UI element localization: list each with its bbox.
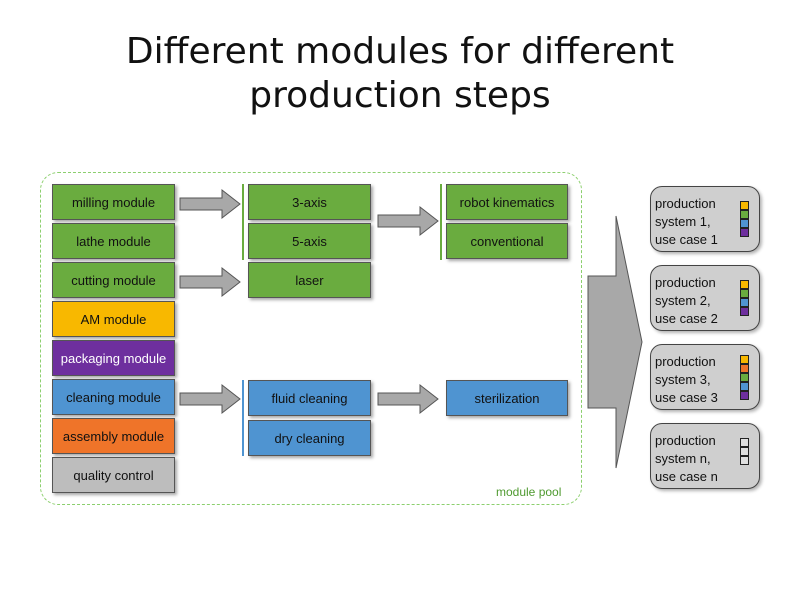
- variant-group-bar-milling: [242, 184, 244, 260]
- variant-laser: laser: [248, 262, 371, 298]
- system-2-line-3: use case 2: [655, 311, 718, 326]
- slide-title: Different modules for different producti…: [0, 30, 800, 118]
- module-milling-label: milling module: [71, 194, 156, 210]
- module-cleaning-label: cleaning module: [66, 389, 161, 405]
- module-indicator-square: [740, 364, 749, 373]
- production-system-3: production system 3, use case 3: [650, 344, 760, 410]
- system-n-line-1: production: [655, 433, 716, 448]
- system-n-line-3: use case n: [655, 469, 718, 484]
- sterilization-label: sterilization: [474, 390, 540, 406]
- module-packaging-label: packaging module: [60, 350, 167, 366]
- module-lathe-label: lathe module: [76, 233, 151, 249]
- system-3-line-2: system 3,: [655, 372, 711, 387]
- variant-5-axis: 5-axis: [248, 223, 371, 259]
- arrow-fluid-to-sterilization: [377, 383, 439, 415]
- module-indicator-square: [740, 201, 749, 210]
- kinematics-conventional: conventional: [446, 223, 568, 259]
- module-indicator-square: [740, 307, 749, 316]
- module-milling: milling module: [52, 184, 175, 220]
- variant-dry-cleaning: dry cleaning: [248, 420, 371, 456]
- system-1-line-3: use case 1: [655, 232, 718, 247]
- module-cutting: cutting module: [52, 262, 175, 298]
- system-1-line-1: production: [655, 196, 716, 211]
- variant-fluid-cleaning: fluid cleaning: [248, 380, 371, 416]
- variant-group-bar-cleaning: [242, 380, 244, 456]
- arrow-milling-to-variants: [179, 188, 241, 220]
- module-indicator-square: [740, 382, 749, 391]
- system-1-line-2: system 1,: [655, 214, 711, 229]
- module-indicator-square: [740, 210, 749, 219]
- system-n-line-2: system n,: [655, 451, 711, 466]
- module-am: AM module: [52, 301, 175, 337]
- module-indicator-square: [740, 289, 749, 298]
- module-indicator-square: [740, 391, 749, 400]
- kinematics-robot: robot kinematics: [446, 184, 568, 220]
- module-indicator-square: [740, 447, 749, 456]
- system-2-line-2: system 2,: [655, 293, 711, 308]
- variant-5-axis-label: 5-axis: [292, 233, 327, 249]
- system-3-line-1: production: [655, 354, 716, 369]
- module-indicator-square: [740, 355, 749, 364]
- arrow-axis-to-kinematics: [377, 205, 439, 237]
- variant-dry-cleaning-label: dry cleaning: [274, 430, 345, 446]
- module-indicator-square: [740, 228, 749, 237]
- module-assembly-label: assembly module: [62, 428, 165, 444]
- module-assembly: assembly module: [52, 418, 175, 454]
- module-lathe: lathe module: [52, 223, 175, 259]
- big-arrow-to-systems: [587, 215, 643, 469]
- module-quality-control-label: quality control: [73, 467, 154, 483]
- module-cutting-label: cutting module: [71, 272, 156, 288]
- module-pool-boundary: [40, 172, 582, 505]
- module-pool-label: module pool: [496, 485, 562, 499]
- production-system-1: production system 1, use case 1: [650, 186, 760, 252]
- module-am-label: AM module: [80, 311, 147, 327]
- sterilization-module: sterilization: [446, 380, 568, 416]
- module-indicator-square: [740, 280, 749, 289]
- variant-3-axis: 3-axis: [248, 184, 371, 220]
- module-cleaning: cleaning module: [52, 379, 175, 415]
- module-packaging: packaging module: [52, 340, 175, 376]
- variant-3-axis-label: 3-axis: [292, 194, 327, 210]
- arrow-cutting-to-laser: [179, 266, 241, 298]
- module-indicator-square: [740, 456, 749, 465]
- module-indicator-square: [740, 373, 749, 382]
- module-quality-control: quality control: [52, 457, 175, 493]
- kinematics-robot-label: robot kinematics: [459, 194, 555, 210]
- module-indicator-square: [740, 219, 749, 228]
- title-line-1: Different modules for different: [125, 31, 675, 72]
- module-indicator-square: [740, 438, 749, 447]
- production-system-n: production system n, use case n: [650, 423, 760, 489]
- arrow-cleaning-to-variants: [179, 383, 241, 415]
- system-2-line-1: production: [655, 275, 716, 290]
- module-indicator-square: [740, 298, 749, 307]
- production-system-2: production system 2, use case 2: [650, 265, 760, 331]
- kinematics-group-bar: [440, 184, 442, 260]
- title-line-2: production steps: [249, 75, 551, 116]
- kinematics-conventional-label: conventional: [470, 233, 544, 249]
- variant-fluid-cleaning-label: fluid cleaning: [271, 390, 348, 406]
- system-3-line-3: use case 3: [655, 390, 718, 405]
- variant-laser-label: laser: [295, 272, 324, 288]
